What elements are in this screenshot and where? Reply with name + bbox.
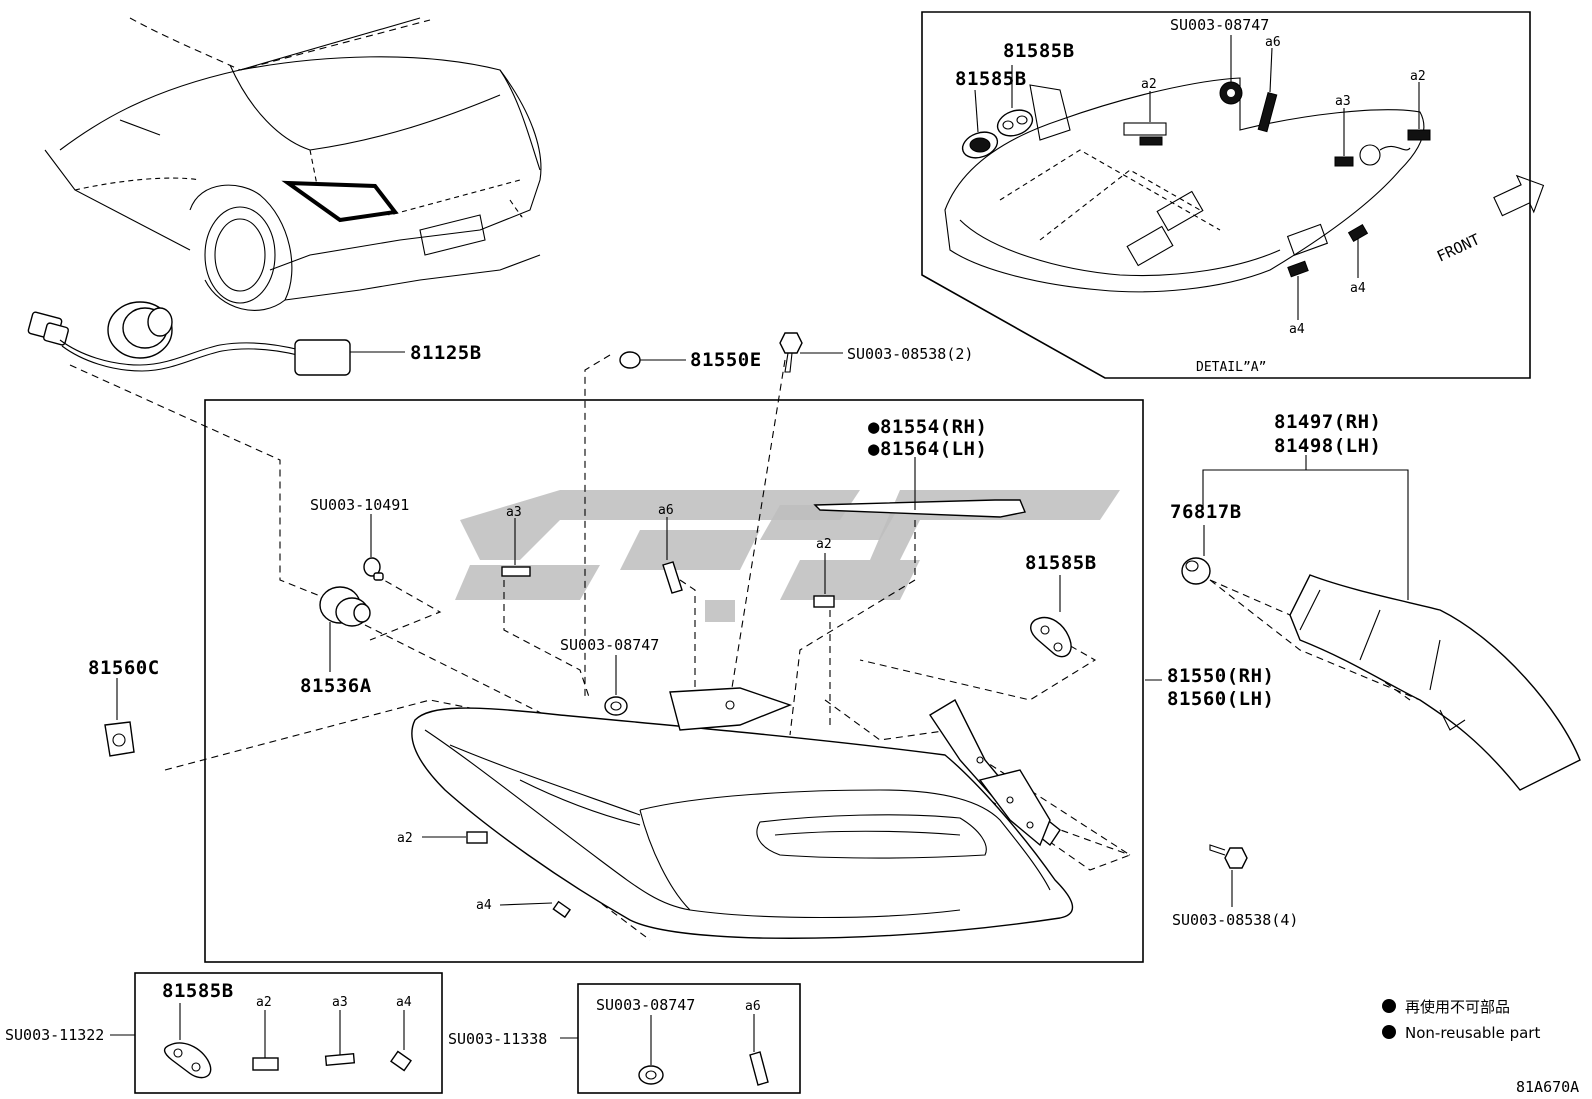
clip-81560C — [104, 721, 135, 757]
label-front: FRONT — [1434, 230, 1483, 265]
label-su003-10491: SU003-10491 — [310, 496, 409, 514]
label-su003-08538-4: SU003-08538(4) — [1172, 911, 1298, 929]
label-su003-08747-mid: SU003-08747 — [560, 636, 659, 654]
tag-detail-a3: a3 — [1335, 94, 1351, 109]
label-su003-11322: SU003-11322 — [5, 1026, 104, 1044]
tag-detail-a2-left: a2 — [1141, 77, 1157, 92]
tag-a6-part — [662, 561, 683, 594]
label-detail-a: DETAIL”A” — [1196, 360, 1266, 375]
label-detail-su003-08747: SU003-08747 — [1170, 16, 1269, 34]
tag-kit1-a4: a4 — [396, 995, 412, 1010]
clip-76817B — [1181, 557, 1211, 585]
screw-su003-08538-top — [779, 332, 803, 373]
label-81550: 81550(RH) — [1167, 665, 1274, 687]
legend-jp: 再使用不可部品 — [1405, 998, 1510, 1016]
label-81497: 81497(RH) — [1274, 411, 1381, 433]
bulb-su003-10491 — [363, 557, 384, 581]
screw-su003-08538-right — [1209, 844, 1248, 869]
tag-detail-a2-right: a2 — [1410, 69, 1426, 84]
tag-main-a4-lower: a4 — [476, 898, 492, 913]
label-81550E: 81550E — [690, 349, 762, 371]
label-su003-08538-2: SU003-08538(2) — [847, 345, 973, 363]
main-assembly-frame — [204, 399, 1144, 963]
label-76817B: 76817B — [1170, 501, 1242, 523]
tag-main-a2-lower: a2 — [397, 831, 413, 846]
tag-a3-part — [501, 566, 531, 577]
tag-detail-a6: a6 — [1265, 35, 1281, 50]
part-81554-gasket — [813, 499, 1026, 518]
tag-a4-part-lower — [552, 900, 572, 919]
socket-81536A — [319, 586, 371, 627]
tag-kit1-a3: a3 — [332, 995, 348, 1010]
legend-en: Non-reusable part — [1405, 1024, 1540, 1042]
label-kit2-su003-08747: SU003-08747 — [596, 996, 695, 1014]
label-81498: 81498(LH) — [1274, 435, 1381, 457]
tag-main-a6: a6 — [658, 503, 674, 518]
kit-su003-11338: SU003-08747 a6 — [577, 983, 801, 1094]
label-81560: 81560(LH) — [1167, 688, 1274, 710]
label-81125B: 81125B — [410, 342, 482, 364]
cover-81497 — [1289, 574, 1581, 791]
part-81550E — [619, 351, 641, 369]
tag-kit1-a2: a2 — [256, 995, 272, 1010]
label-detail-81585B-lower: 81585B — [955, 68, 1027, 90]
non-reusable-dot-icon-2 — [1382, 1025, 1396, 1039]
label-kit1-81585B: 81585B — [162, 980, 234, 1002]
tag-kit2-a6: a6 — [745, 999, 761, 1014]
gasket-81585B-mid — [1030, 616, 1072, 658]
socket-wire-harness-81125B: 81125B — [27, 301, 482, 376]
diagram-code: 81A670A — [1516, 1078, 1579, 1096]
grommet-su003-08747 — [604, 696, 628, 716]
kit-su003-11322: 81585B a2 a3 a4 — [134, 972, 443, 1094]
front-arrow-icon — [1493, 174, 1545, 217]
legend: 再使用不可部品 Non-reusable part — [1382, 998, 1540, 1042]
tag-main-a2-upper: a2 — [816, 537, 832, 552]
bracket-81497 — [1202, 469, 1409, 600]
label-81554: ●81554(RH) — [868, 416, 987, 438]
tag-main-a3: a3 — [506, 505, 522, 520]
tag-detail-a4-right: a4 — [1350, 281, 1366, 296]
tag-detail-a4-lower: a4 — [1289, 322, 1305, 337]
tag-a2-part-upper — [813, 595, 835, 608]
label-81585B-mid: 81585B — [1025, 552, 1097, 574]
rear-combination-lamp-assembly — [411, 687, 1074, 939]
label-81536A: 81536A — [300, 675, 372, 697]
non-reusable-dot-icon — [1382, 999, 1396, 1013]
label-81560C: 81560C — [88, 657, 160, 679]
label-81564: ●81564(LH) — [868, 438, 987, 460]
vehicle-rear-illustration — [44, 17, 542, 311]
tag-a2-part-lower — [466, 831, 488, 844]
label-su003-11338: SU003-11338 — [448, 1030, 547, 1048]
detail-a-panel: 81585B 81585B SU003-08747 a6 a2 a3 a2 a4… — [921, 11, 1545, 379]
label-detail-81585B-upper: 81585B — [1003, 40, 1075, 62]
